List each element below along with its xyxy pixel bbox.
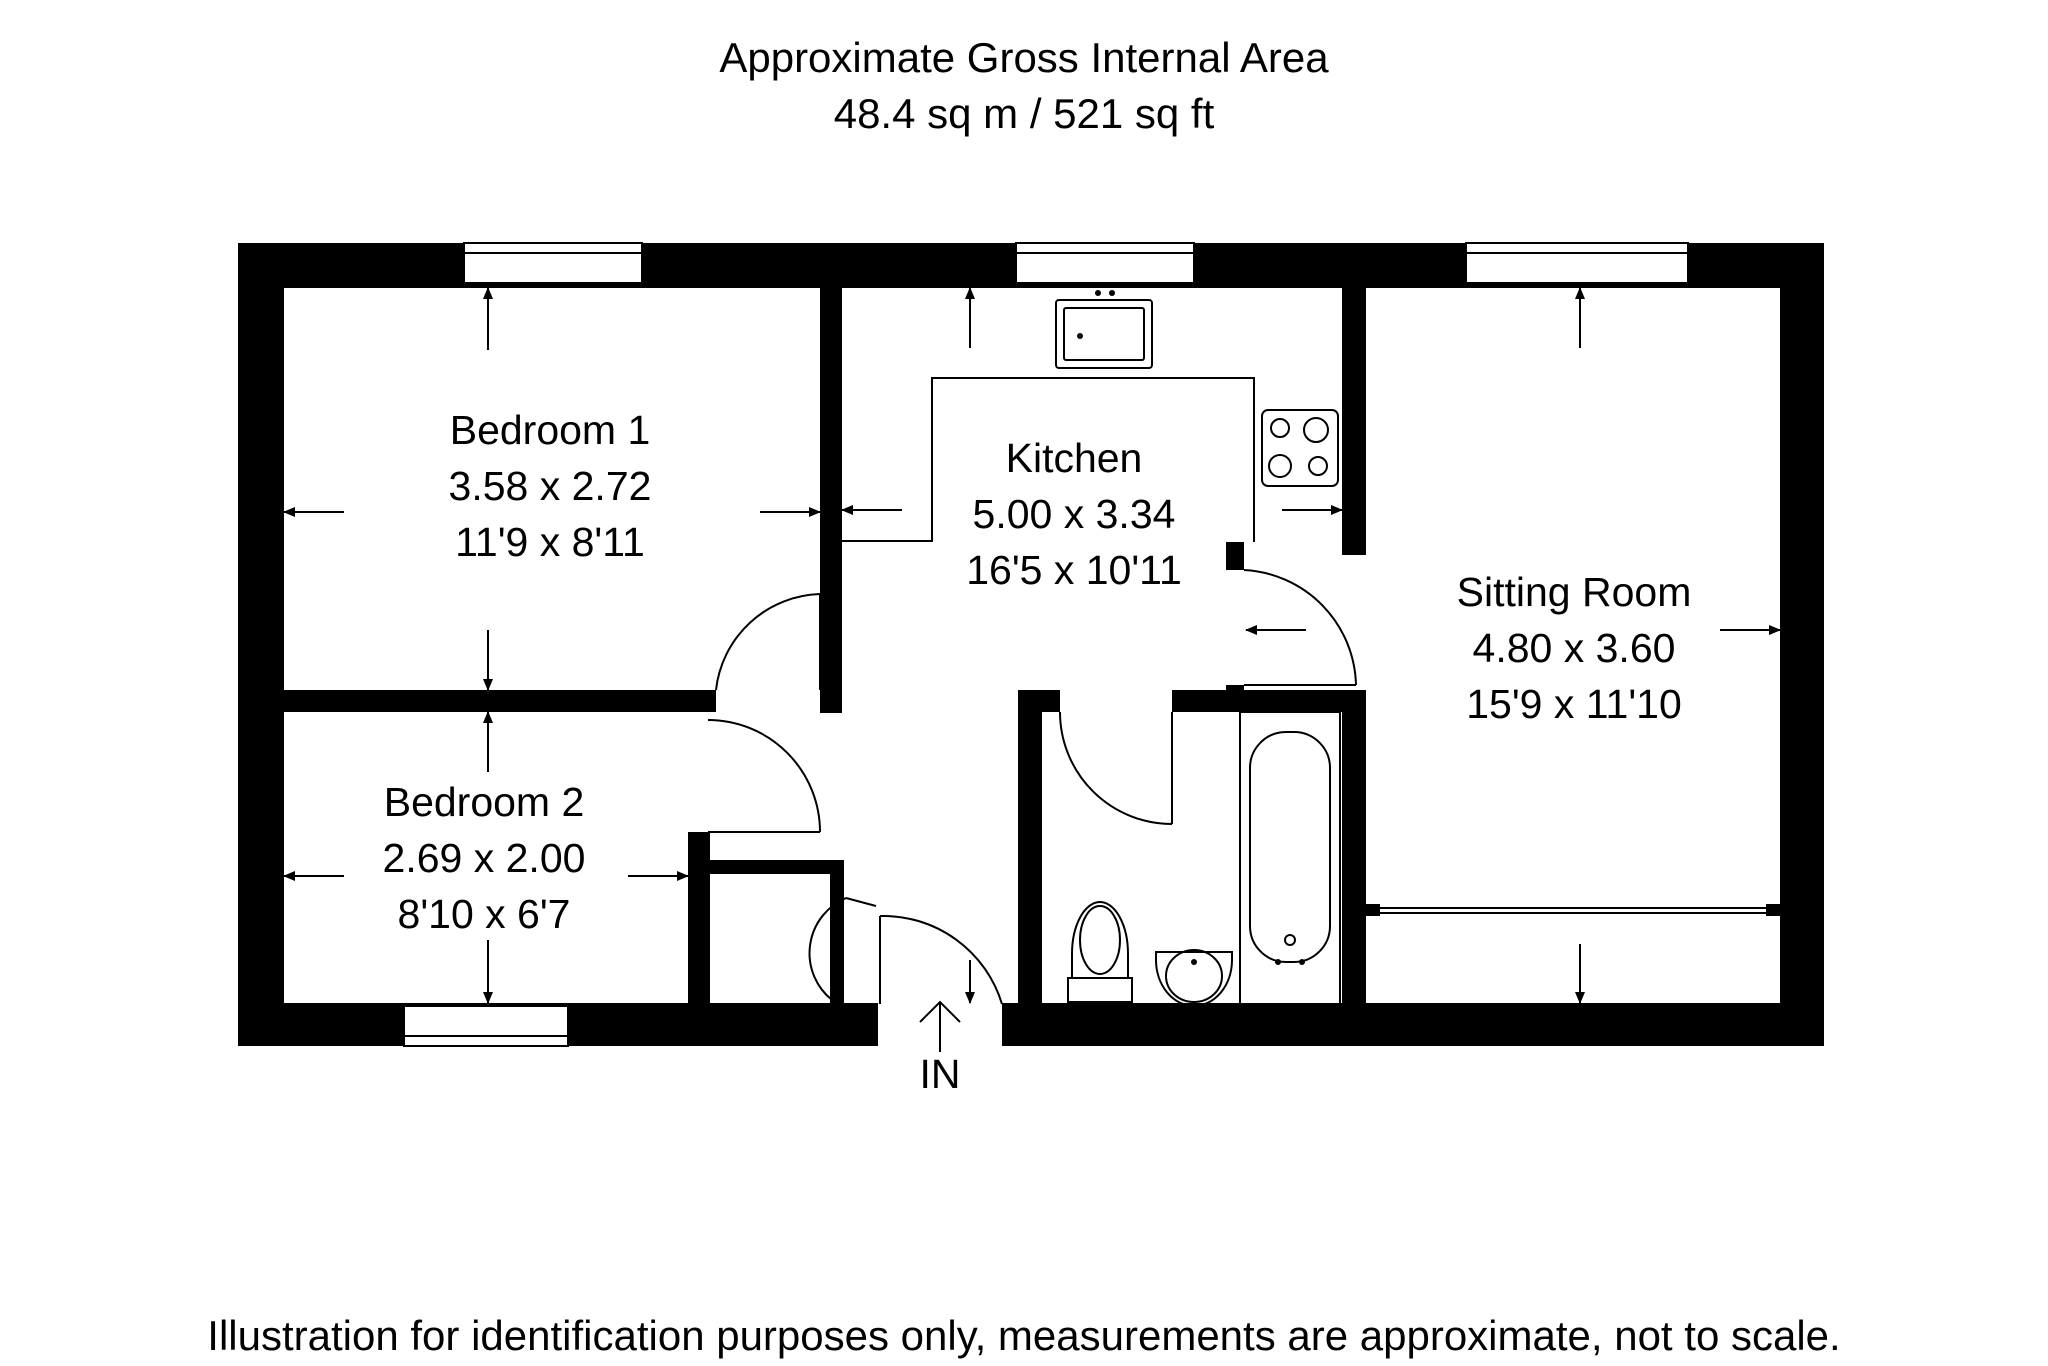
kitchen-worktop bbox=[842, 377, 1255, 542]
basin-icon bbox=[1155, 949, 1233, 1007]
sitting-room-imperial: 15'9 x 11'10 bbox=[1466, 681, 1682, 727]
windows bbox=[403, 242, 1689, 1047]
kitchen-sink-icon bbox=[1055, 290, 1153, 369]
bath-icon bbox=[1239, 711, 1341, 1005]
hob-icon bbox=[1261, 409, 1339, 487]
kitchen-imperial: 16'5 x 10'11 bbox=[966, 547, 1182, 593]
bedroom1-metric: 3.58 x 2.72 bbox=[449, 463, 652, 509]
plan-title: Approximate Gross Internal Area bbox=[719, 34, 1329, 81]
sitting-room-name: Sitting Room bbox=[1457, 569, 1692, 615]
disclaimer: Illustration for identification purposes… bbox=[207, 1312, 1841, 1359]
entrance-arrow-icon bbox=[919, 1000, 961, 1052]
sitting-room-divider bbox=[1366, 904, 1780, 916]
bedroom2-imperial: 8'10 x 6'7 bbox=[398, 891, 571, 937]
sitting-room-metric: 4.80 x 3.60 bbox=[1473, 625, 1676, 671]
toilet-icon bbox=[1067, 901, 1133, 1003]
bedroom1-name: Bedroom 1 bbox=[450, 407, 651, 453]
bedroom1-imperial: 11'9 x 8'11 bbox=[455, 519, 645, 565]
interior-walls bbox=[282, 287, 1366, 1006]
kitchen-name: Kitchen bbox=[1006, 435, 1143, 481]
kitchen-metric: 5.00 x 3.34 bbox=[973, 491, 1176, 537]
bedroom2-metric: 2.69 x 2.00 bbox=[383, 835, 586, 881]
entrance-label: IN bbox=[920, 1051, 961, 1097]
dimension-arrows bbox=[283, 287, 1781, 1004]
bedroom2-name: Bedroom 2 bbox=[384, 779, 585, 825]
plan-area: 48.4 sq m / 521 sq ft bbox=[833, 90, 1215, 137]
doors bbox=[707, 569, 1357, 1005]
